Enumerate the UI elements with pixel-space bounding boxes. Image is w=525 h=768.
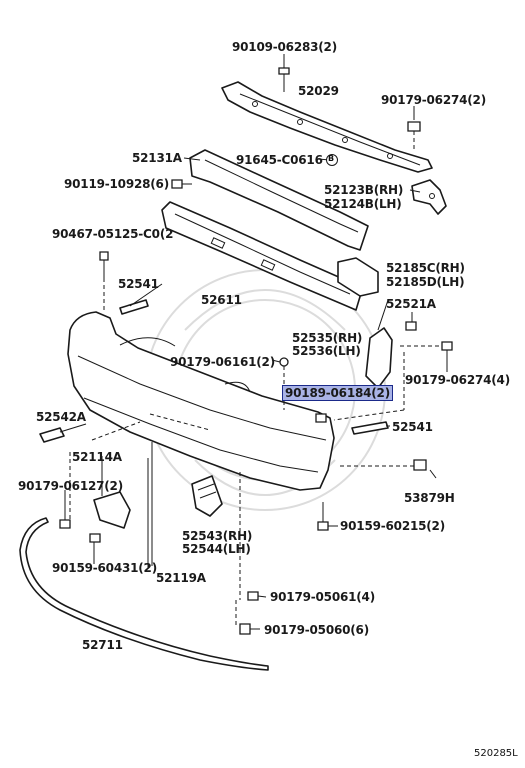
leader-lines (59, 157, 437, 630)
clip-90179-05060 (235, 600, 251, 635)
seal-52541-right (351, 421, 389, 435)
label-90467-05125: 90467-05125-C0(2 (52, 227, 174, 241)
label-52541-right: 52541 (392, 420, 433, 434)
label-52711: 52711 (82, 638, 123, 652)
label-52536: 52536(LH) (292, 344, 361, 358)
label-90179-06274-top: 90179-06274(2) (381, 93, 486, 107)
reinforcement-52131A (189, 149, 369, 251)
pin-90467-05125 (99, 251, 109, 312)
label-52544: 52544(LH) (182, 542, 251, 556)
clip-52521A (405, 312, 417, 331)
bumper-cover-52119A (67, 311, 335, 491)
label-52114A: 52114A (72, 450, 122, 464)
clip-90189-06184 (315, 413, 327, 423)
label-90179-06274-right: 90179-06274(4) (405, 373, 510, 387)
label-90109-06283: 90109-06283(2) (232, 40, 337, 54)
label-53879H: 53879H (404, 491, 455, 505)
label-52542A: 52542A (36, 410, 86, 424)
label-52521A: 52521A (386, 297, 436, 311)
absorber-52611 (161, 201, 363, 311)
bolt-90159-60215 (317, 502, 329, 531)
label-90179-05060: 90179-05060(6) (264, 623, 369, 637)
label-52541-top: 52541 (118, 277, 159, 291)
label-52123B: 52123B(RH) (324, 183, 404, 197)
cover-52543 (191, 475, 223, 517)
marker-b (326, 154, 338, 166)
moulding-52711 (19, 517, 269, 671)
bolt-90179-06274-right (400, 341, 453, 372)
bracket-52535 (365, 327, 393, 389)
label-90159-60215: 90159-60215(2) (340, 519, 445, 533)
bolt-90179-06274-top (407, 106, 421, 150)
label-90179-05061: 90179-05061(4) (270, 590, 375, 604)
label-90119-10928: 90119-10928(6) (64, 177, 169, 191)
bolt-90109-06283 (278, 54, 290, 92)
label-52611: 52611 (201, 293, 242, 307)
seal-52541-top (119, 299, 149, 315)
seal-52542A (39, 427, 65, 443)
label-52131A: 52131A (132, 151, 182, 165)
bracket-52114A (93, 491, 131, 529)
clip-90179-06127 (59, 490, 71, 529)
label-52029: 52029 (298, 84, 339, 98)
label-90159-60431: 90159-60431(2) (52, 561, 157, 575)
label-52185C: 52185C(RH) (386, 261, 465, 275)
retainer-52185C (337, 257, 379, 297)
clip-53879H (340, 459, 427, 471)
reference-code: 520285L (474, 748, 518, 759)
bracket-52123B (411, 179, 447, 215)
label-52185D: 52185D(LH) (386, 275, 465, 289)
label-90179-06161: 90179-06161(2) (170, 355, 275, 369)
label-52535: 52535(RH) (292, 331, 363, 345)
bolt-90119-10928 (171, 179, 192, 189)
label-52543: 52543(RH) (182, 529, 253, 543)
marker-b-letter: B (328, 154, 335, 163)
label-90179-06127: 90179-06127(2) (18, 479, 123, 493)
label-90189-06184-highlighted[interactable]: 90189-06184(2) (282, 385, 393, 401)
label-52119A: 52119A (156, 571, 206, 585)
label-91645-C0616: 91645-C0616 (236, 153, 323, 167)
label-52124B: 52124B(LH) (324, 197, 402, 211)
reinforcement-52029 (221, 81, 433, 173)
clip-90179-05061 (239, 472, 259, 601)
bolt-90159-60431 (89, 533, 101, 564)
